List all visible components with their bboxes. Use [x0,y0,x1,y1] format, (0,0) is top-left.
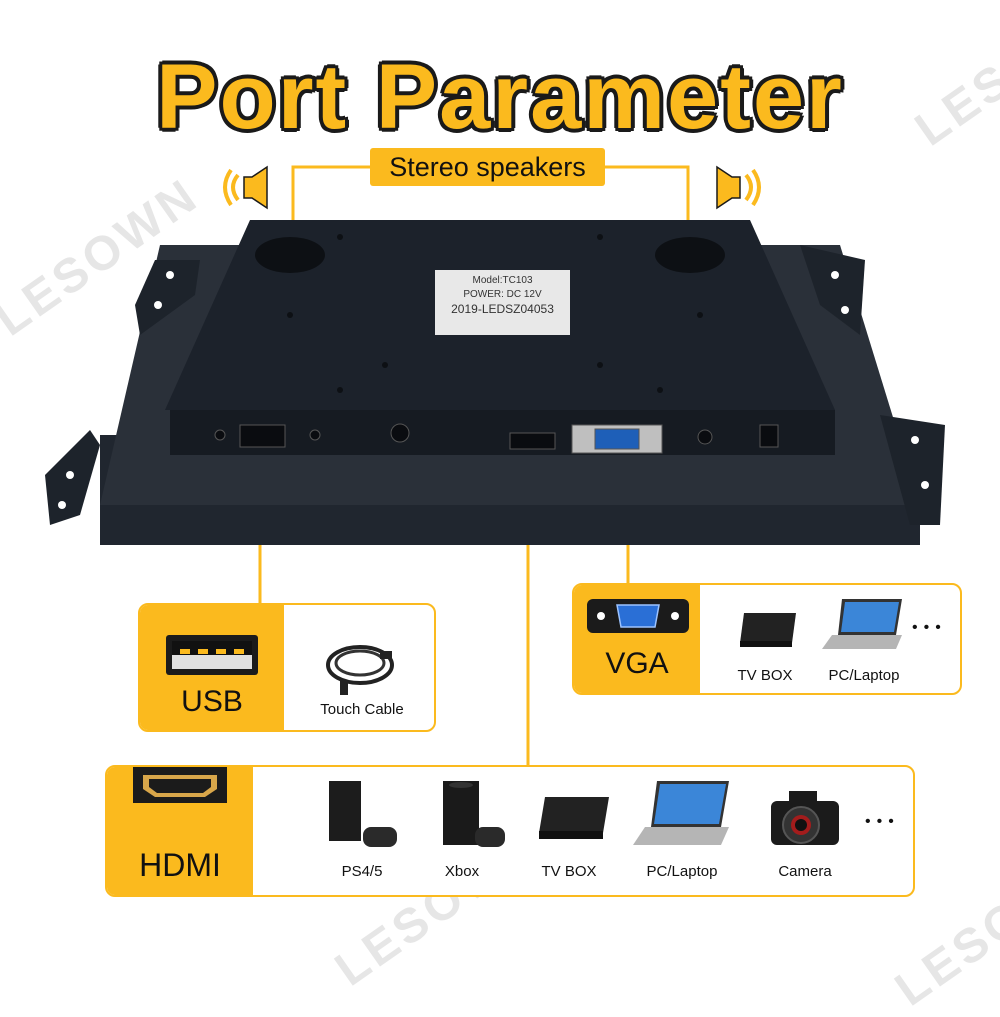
laptop-icon [633,781,729,845]
vga-port-icon [587,599,689,633]
xbox-console-icon [443,781,505,847]
more-devices-icon: ••• [912,619,947,636]
vga-label: VGA [605,647,669,680]
hdmi-device-label: PS4/5 [341,863,383,880]
hdmi-device-label: PC/Laptop [646,863,718,880]
hdmi-device-label: Xbox [444,863,480,880]
hdmi-device-label: Camera [778,863,832,880]
ps4-console-icon [329,781,397,847]
touch-cable-icon [326,645,394,695]
tv-box-icon [539,797,609,839]
usb-port-icon [166,635,258,675]
usb-panel: USB Touch Cable [138,603,436,732]
vga-device-label: TV BOX [737,667,793,684]
power-text: POWER: DC 12V [463,289,542,300]
tv-box-icon [740,613,796,647]
more-devices-icon: ••• [865,813,900,830]
monitor-rear [45,220,945,545]
vga-device-label: PC/Laptop [828,667,900,684]
laptop-icon [822,599,902,649]
camera-icon [771,791,839,845]
hdmi-port-icon [133,767,227,803]
page-title: Port Parameter [156,46,844,148]
stereo-speakers-label: Stereo speakers [370,148,605,186]
usb-label: USB [181,685,243,718]
model-label: Model:TC103 POWER: DC 12V 2019-LEDSZ0405… [435,270,570,339]
speaker-icon [223,165,268,210]
vga-panel: VGA TV BOX PC/Laptop ••• [572,583,962,695]
hdmi-label: HDMI [139,847,221,883]
usb-device-label: Touch Cable [320,701,404,718]
hdmi-panel: HDMI PS4/5 Xbox TV BOX PC/Laptop Camera … [105,765,915,897]
serial-text: 2019-LEDSZ04053 [451,302,554,316]
hdmi-device-label: TV BOX [541,863,597,880]
model-text: Model:TC103 [472,275,533,286]
speaker-icon [716,165,761,210]
